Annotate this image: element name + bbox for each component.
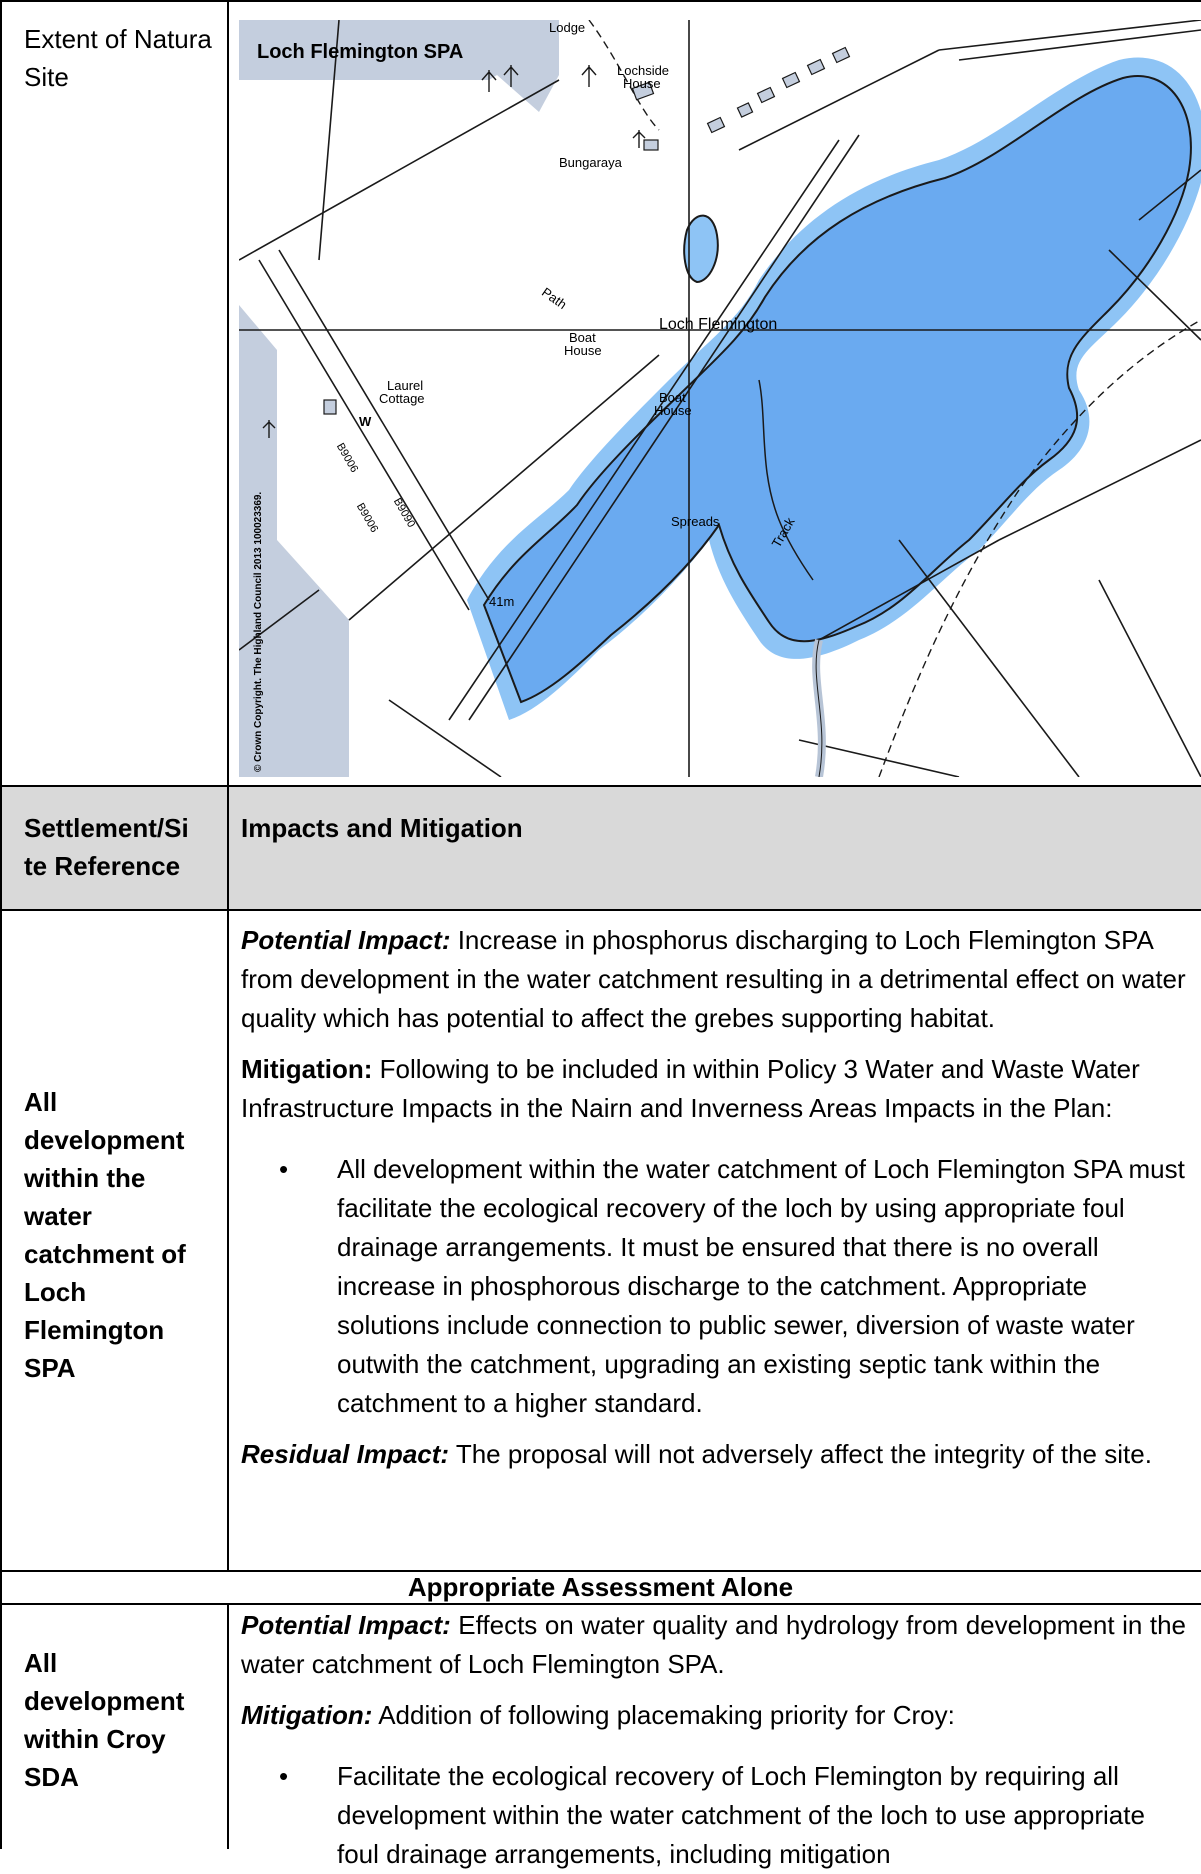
row1-impacts: Potential Impact: Increase in phosphorus… [241,921,1186,1474]
header-impacts: Impacts and Mitigation [241,813,523,843]
map-label-boat2-house: House [654,403,692,418]
outflow-stream-edge [815,639,823,777]
map-label-boat1-house: House [564,343,602,358]
row1-residual: Residual Impact: The proposal will not a… [241,1439,1152,1469]
buildings [323,46,851,415]
map-copyright: © Crown Copyright. The Highland Council … [253,492,264,772]
map-label-lochside: Lochside [617,63,669,78]
map-label-lochside-house: House [623,76,661,91]
tree-symbols [262,65,646,438]
map-label-spreads: Spreads [671,514,720,529]
map-label-boat1: Boat [569,330,596,345]
row2-settlement-label: All development within Croy SDA [24,1648,185,1792]
woodland-west-lower [277,540,349,777]
loch-island [683,214,719,284]
map-label-laurel: Laurel [387,378,423,393]
row2-mitigation: Mitigation: Addition of following placem… [241,1700,955,1730]
north-path [588,20,660,131]
header-row-fill [0,786,1201,910]
row2-potential: Potential Impact: Effects on water quali… [241,1610,1187,1679]
map-label-lodge: Lodge [549,20,585,35]
row1-settlement-label: All development within the water catchme… [24,1087,186,1383]
extent-label: Extent of Natura Site [24,24,212,92]
row1-mitigation: Mitigation: Following to be included in … [241,1054,1140,1123]
map-title: Loch Flemington SPA [257,41,463,63]
map-lines [239,20,1201,777]
map-label-loch: Loch Flemington [659,316,777,333]
loch-water [482,75,1192,704]
site-map: Loch Flemington SPA Lodge Lochside House… [239,20,1201,777]
row1-potential: Potential Impact: Increase in phosphorus… [241,925,1186,1033]
track-line [878,319,1201,777]
row2-impacts: Potential Impact: Effects on water quali… [241,1606,1186,1874]
row2-bullet-list: •Facilitate the ecological recovery of L… [279,1757,1186,1874]
map-label-bungaraya: Bungaraya [559,155,623,170]
row1-bullet-list: •All development within the water catchm… [279,1150,1186,1423]
map-label-boat2: Boat [659,390,686,405]
header-settlement: Settlement/Si te Reference [24,813,189,881]
section-title: Appropriate Assessment Alone [407,1572,794,1602]
woodland-north [239,20,559,112]
map-label-height: 41m [489,594,514,609]
map-label-w: W [359,414,372,429]
map-label-cottage: Cottage [379,391,425,406]
row2-bullet-item: •Facilitate the ecological recovery of L… [279,1761,1145,1869]
row1-bullet-item: •All development within the water catchm… [279,1154,1185,1418]
inner-channel [758,379,814,581]
